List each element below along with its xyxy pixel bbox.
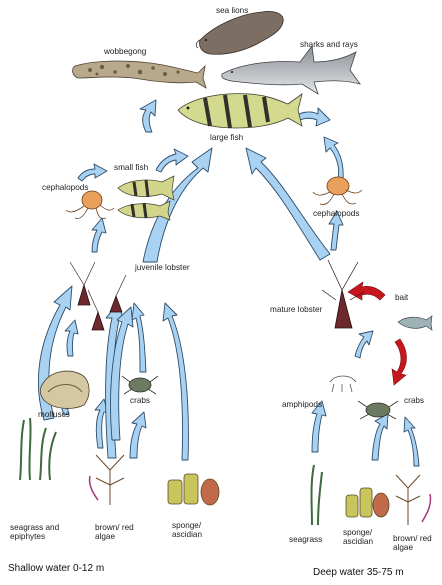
label-sponge-ascidian-right: sponge/ ascidian — [343, 528, 373, 546]
zone-label-shallow: Shallow water 0-12 m — [8, 563, 104, 574]
label-amphipods: amphipods — [282, 400, 322, 409]
arrow-sponge-to-crabs — [372, 414, 388, 460]
small-fish-icon-1 — [118, 176, 174, 200]
arrow-molluscs-to-juvenile-lobster — [65, 320, 78, 356]
label-sharks-and-rays: sharks and rays — [300, 40, 358, 49]
arrow-algae-to-crabs — [130, 412, 146, 458]
arrow-small-fish-to-large-fish — [156, 149, 188, 172]
arrow-bait-to-mature-lobster — [348, 282, 385, 300]
shark-icon — [222, 46, 360, 94]
label-seagrass-and-epiphytes: seagrass and epiphytes — [10, 523, 59, 541]
wobbegong-icon — [73, 61, 206, 88]
small-fish-icon-2 — [118, 201, 170, 220]
label-crabs-right: crabs — [404, 396, 424, 405]
algae-icon-right — [396, 475, 431, 525]
octopus-icon-right — [313, 177, 362, 205]
amphipod-icon — [330, 376, 356, 392]
arrow-cephalopods-right-to-large-fish — [324, 137, 343, 180]
arrow-large-fish-to-wobbegong — [140, 100, 156, 132]
bait-fish-icon — [398, 316, 432, 330]
zone-label-deep: Deep water 35-75 m — [313, 567, 404, 578]
label-cephalopods-right: cephalopods — [313, 209, 359, 218]
label-brown-red-algae-left: brown/ red algae — [95, 523, 134, 541]
sea-lion-icon — [196, 11, 283, 54]
seagrass-icon-right — [312, 465, 323, 525]
seagrass-icon-left — [20, 418, 56, 480]
label-sea-lions: sea lions — [216, 6, 248, 15]
arrow-crabs-to-juvenile-lobster — [132, 303, 146, 372]
sponge-icon-left — [168, 474, 219, 505]
arrow-juvenile-lobster-to-cephalopods — [92, 218, 106, 252]
label-wobbegong: wobbegong — [104, 47, 146, 56]
arrow-sponge-to-juvenile-lobster — [163, 303, 188, 460]
label-sponge-ascidian-left: sponge/ ascidian — [172, 521, 202, 539]
label-juvenile-lobster: juvenile lobster — [135, 263, 190, 272]
arrow-mature-lobster-to-large-fish — [246, 148, 330, 260]
sponge-icon-right — [346, 488, 389, 517]
arrow-algae-to-crabs-deep — [404, 417, 419, 466]
label-small-fish: small fish — [114, 163, 148, 172]
large-fish-icon — [178, 94, 302, 128]
algae-icon-left — [89, 455, 124, 505]
label-brown-red-algae-right: brown/ red algae — [393, 534, 432, 552]
label-seagrass-right: seagrass — [289, 535, 322, 544]
label-crabs-left: crabs — [130, 396, 150, 405]
label-mature-lobster: mature lobster — [270, 305, 322, 314]
arrow-cephalopods-left-to-small-fish — [78, 164, 107, 181]
arrow-amphipods-to-mature-lobster — [355, 331, 373, 358]
label-bait: bait — [395, 293, 408, 302]
label-cephalopods-left: cephalopods — [42, 183, 88, 192]
crab-icon-left — [122, 376, 158, 394]
arrow-bait-to-crabs — [392, 339, 407, 385]
crab-icon-right — [358, 401, 398, 419]
octopus-icon-left — [66, 191, 114, 219]
label-molluscs: molluscs — [38, 410, 70, 419]
label-large-fish: large fish — [210, 133, 243, 142]
